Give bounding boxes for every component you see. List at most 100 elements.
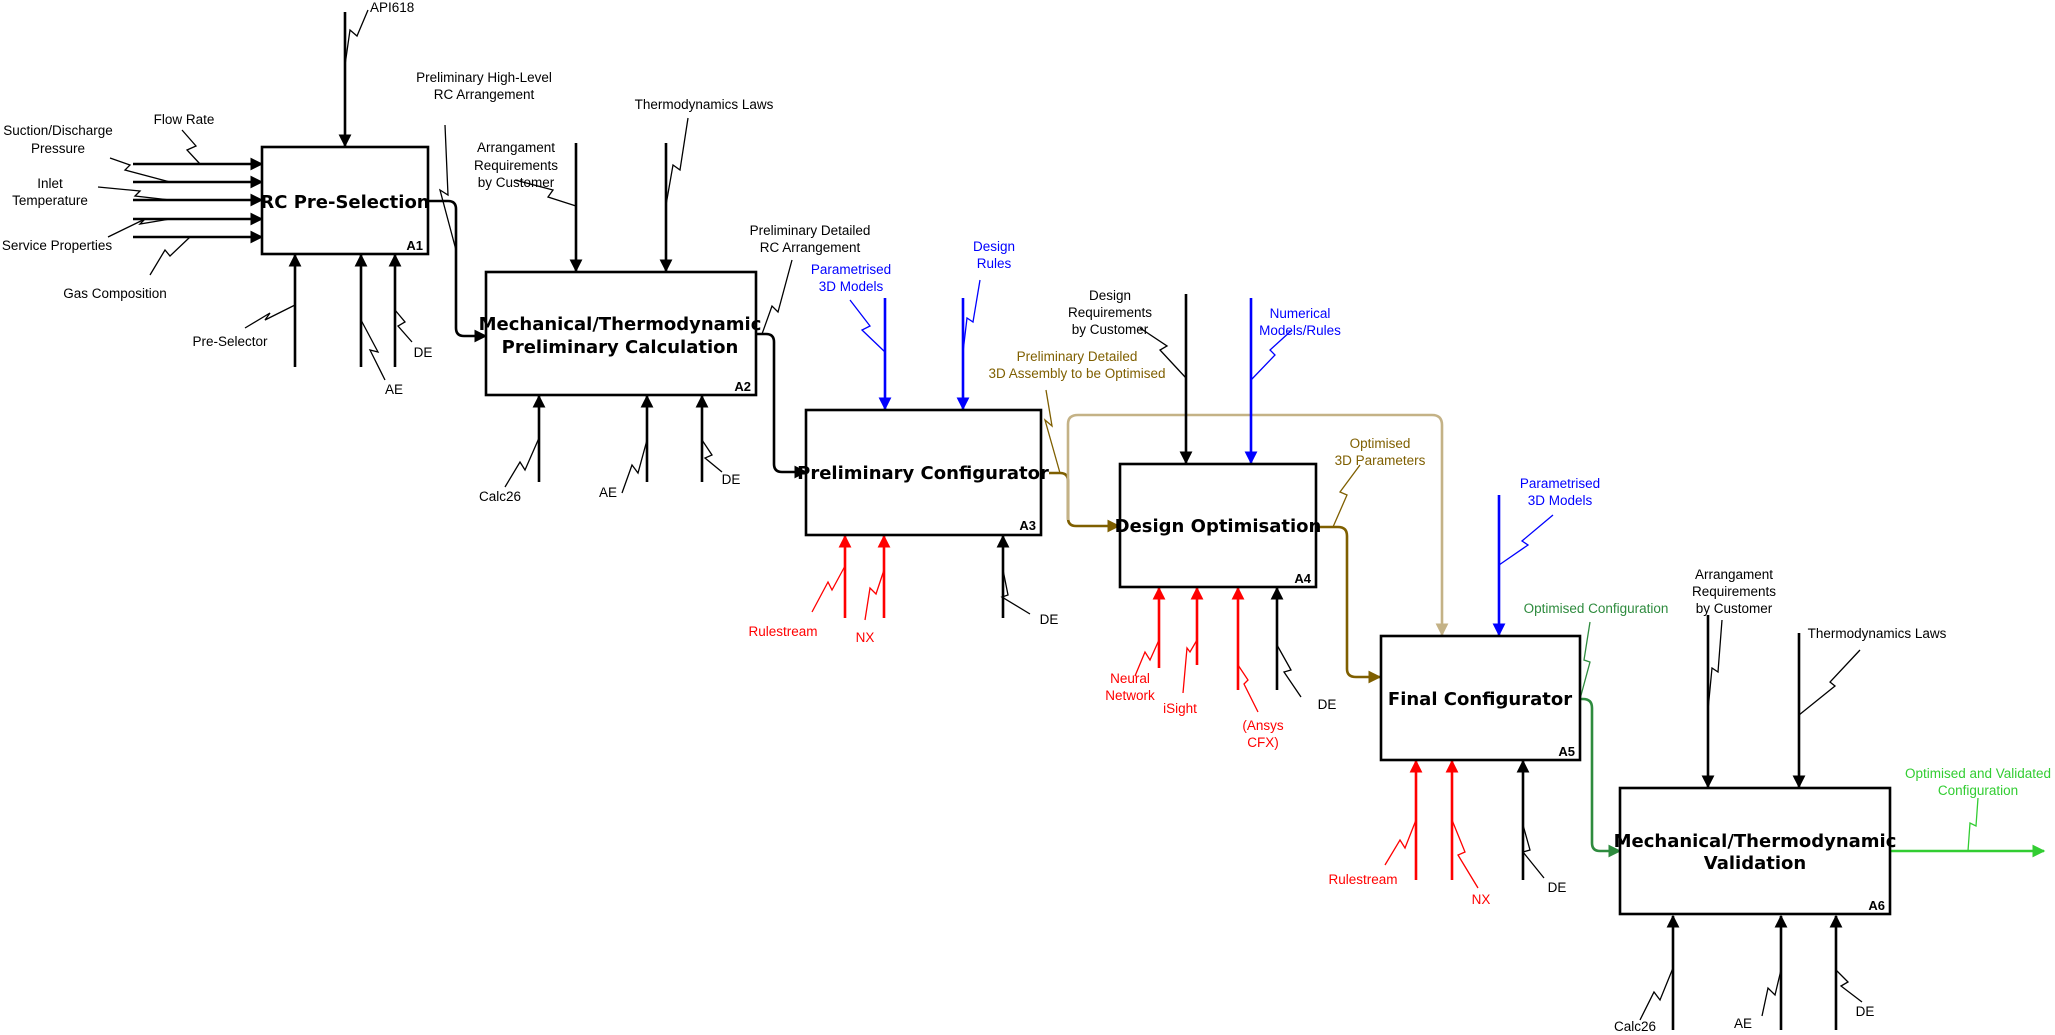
activity-box-a1 (260, 145, 430, 256)
label-squiggle (849, 299, 886, 353)
label-squiggle (1521, 824, 1545, 879)
label-ae: AE (385, 382, 403, 397)
label-squiggle (1384, 819, 1417, 866)
label-de: DE (1318, 697, 1337, 712)
a2-arrows (504, 117, 808, 494)
label-arrangement-requirements: Arrangament (1695, 567, 1773, 582)
label-prelim-detailed-rc: RC Arrangement (760, 240, 861, 255)
label-ansys-cfx: (Ansys (1242, 718, 1284, 733)
label-design-requirements: Requirements (1068, 305, 1152, 320)
label-arrangement-requirements: Arrangament (477, 140, 555, 155)
label-arrangement-requirements: by Customer (1696, 601, 1773, 616)
label-prelim-high-level: RC Arrangement (434, 87, 535, 102)
a5-arrows (1384, 495, 1622, 889)
label-squiggle (1182, 639, 1198, 694)
a1-arrows (97, 9, 488, 381)
activity-id: A1 (406, 238, 423, 253)
activity-title: Mechanical/Thermodynamic (479, 314, 762, 335)
label-design-requirements: by Customer (1072, 322, 1149, 337)
output-arrow (1049, 471, 1121, 533)
label-squiggle (1237, 664, 1259, 713)
output-arrow (1066, 413, 1449, 637)
activity-box-a6 (1618, 786, 1892, 916)
label-squiggle (1579, 621, 1591, 700)
label-squiggle (344, 9, 369, 66)
label-optimised-configuration: Optimised Configuration (1524, 601, 1669, 616)
activity-box-a4 (1118, 462, 1318, 589)
label-calc26: Calc26 (479, 489, 521, 504)
a3-arrows (811, 279, 1449, 637)
label-squiggle (1134, 639, 1160, 677)
label-isight: iSight (1163, 701, 1197, 716)
label-prelim-detailed-rc: Preliminary Detailed (750, 223, 871, 238)
label-numerical-models: Models/Rules (1259, 323, 1341, 338)
activity-title: Design Optimisation (1115, 516, 1322, 537)
activity-id: A4 (1294, 571, 1311, 586)
label-squiggle (1798, 649, 1861, 716)
activity-id: A6 (1868, 898, 1885, 913)
label-suction-pressure: Pressure (31, 141, 85, 156)
label-de: DE (414, 345, 433, 360)
label-rulestream: Rulestream (1328, 872, 1397, 887)
activity-title: Mechanical/Thermodynamic (1614, 831, 1897, 852)
activity-title: Preliminary Configurator (797, 463, 1049, 484)
label-api618: API618 (370, 0, 414, 15)
label-squiggle (438, 124, 457, 251)
label-squiggle (1707, 619, 1723, 711)
label-squiggle (1332, 464, 1361, 528)
label-arrangement-requirements: by Customer (478, 175, 555, 190)
label-design-rules: Rules (977, 256, 1012, 271)
activity-box-a3 (804, 408, 1043, 537)
label-thermodynamics-laws: Thermodynamics Laws (635, 97, 774, 112)
label-squiggle (864, 569, 885, 621)
label-squiggle (1835, 969, 1863, 1003)
label-optimised-parameters: 3D Parameters (1335, 453, 1426, 468)
label-prelim-assembly: Preliminary Detailed (1017, 349, 1138, 364)
label-parametrised-models: 3D Models (819, 279, 884, 294)
label-de: DE (1040, 612, 1059, 627)
label-de: DE (722, 472, 741, 487)
output-arrow (756, 332, 808, 479)
label-squiggle (1139, 327, 1187, 379)
label-prelim-assembly: 3D Assembly to be Optimised (988, 366, 1165, 381)
label-squiggle (1043, 389, 1061, 474)
label-squiggle (962, 279, 981, 353)
label-ansys-cfx: CFX) (1247, 735, 1279, 750)
label-parametrised-models: Parametrised (811, 262, 891, 277)
label-pre-selector: Pre-Selector (192, 334, 268, 349)
label-parametrised-models: 3D Models (1528, 493, 1593, 508)
label-squiggle (1639, 967, 1674, 1021)
label-squiggle (244, 304, 296, 329)
label-squiggle (1498, 514, 1554, 566)
label-nx: NX (856, 630, 875, 645)
activity-box-a2 (484, 270, 758, 397)
label-optimised-parameters: Optimised (1350, 436, 1411, 451)
label-neural-network: Neural (1110, 671, 1150, 686)
label-squiggle (1451, 819, 1479, 889)
activity-title: Final Configurator (1388, 689, 1572, 710)
label-squiggle (1276, 644, 1302, 698)
label-prelim-high-level: Preliminary High-Level (416, 70, 552, 85)
label-calc26: Calc26 (1614, 1019, 1656, 1034)
label-squiggle (109, 157, 171, 183)
label-optimised-validated: Configuration (1938, 783, 2018, 798)
label-squiggle (701, 439, 723, 473)
output-arrow (428, 199, 488, 343)
activity-id: A3 (1019, 518, 1036, 533)
label-service-properties: Service Properties (2, 238, 113, 253)
label-squiggle (181, 129, 201, 165)
label-squiggle (1000, 569, 1031, 615)
label-ae: AE (599, 485, 617, 500)
label-de: DE (1548, 880, 1567, 895)
label-squiggle (360, 319, 386, 381)
label-design-requirements: Design (1089, 288, 1131, 303)
activity-id: A5 (1558, 744, 1575, 759)
label-parametrised-models: Parametrised (1520, 476, 1600, 491)
activity-title: Preliminary Calculation (502, 337, 739, 358)
label-squiggle (514, 179, 577, 207)
label-arrangement-requirements: Requirements (474, 158, 558, 173)
label-thermodynamics-laws: Thermodynamics Laws (1808, 626, 1947, 641)
activity-id: A2 (734, 379, 751, 394)
label-suction-pressure: Suction/Discharge (3, 123, 113, 138)
